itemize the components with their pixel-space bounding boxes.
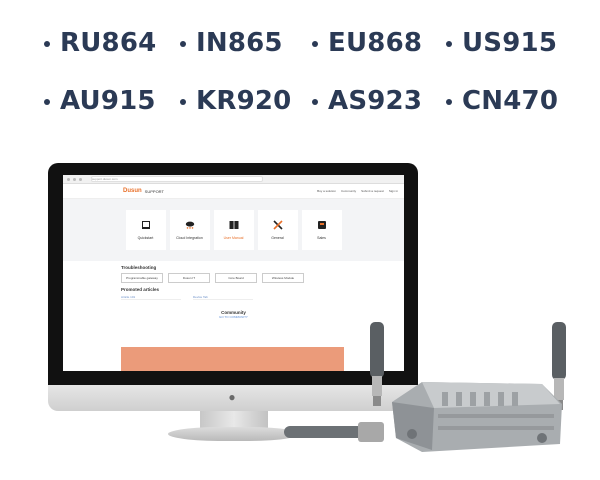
bullet-icon	[312, 99, 318, 105]
site-nav-links: Buy a solution Community Submit a reques…	[317, 189, 398, 193]
cloud-network-icon	[185, 220, 195, 230]
band-label: CN470	[462, 86, 559, 116]
band-label: US915	[462, 28, 558, 58]
troubleshoot-button[interactable]: Dusun IT	[168, 273, 210, 283]
nav-link[interactable]: Buy a solution	[317, 189, 336, 193]
card-label: User Manual	[223, 236, 244, 240]
community-link[interactable]: GO TO COMMUNITY	[219, 315, 248, 319]
card-label: Cloud Integration	[176, 236, 203, 240]
nav-link[interactable]: Sign in	[388, 189, 398, 193]
tools-icon	[272, 220, 283, 230]
band-item: US915	[446, 28, 574, 58]
site-section-title: SUPPORT	[144, 188, 164, 194]
category-card-general[interactable]: General	[257, 210, 298, 250]
address-bar[interactable]: support.dusun.com	[91, 176, 263, 182]
frequency-band-list: RU864 IN865 EU868 US915 AU915 KR920 AS92…	[44, 28, 574, 116]
band-label: AU915	[60, 86, 156, 116]
browser-toolbar: support.dusun.com	[63, 175, 404, 184]
band-item: KR920	[180, 86, 312, 116]
band-item: AS923	[312, 86, 446, 116]
band-item: EU868	[312, 28, 446, 58]
gateway-device-illustration	[284, 322, 566, 452]
bullet-icon	[446, 41, 452, 47]
promoted-section: Promoted articles Article 101 Device Tab	[63, 283, 404, 300]
promoted-links: Article 101 Device Tab	[121, 295, 404, 300]
section-title: Troubleshooting	[121, 265, 157, 270]
card-label: Sales	[317, 236, 326, 240]
site-logo[interactable]: Dusun	[123, 188, 142, 194]
monitor-stand-foot	[168, 427, 300, 441]
band-label: AS923	[328, 86, 423, 116]
category-card-manual[interactable]: User Manual	[213, 210, 254, 250]
band-item: IN865	[180, 28, 312, 58]
troubleshooting-section: Troubleshooting Programmable gateway Dus…	[63, 261, 404, 283]
apple-logo-icon: ●	[228, 390, 236, 404]
back-icon[interactable]	[67, 177, 70, 181]
gateway-enclosure-icon	[392, 382, 562, 452]
antenna-left-icon	[370, 322, 384, 406]
manual-icon	[229, 220, 239, 230]
nav-link[interactable]: Community	[340, 189, 357, 193]
reload-icon[interactable]	[79, 177, 82, 181]
band-label: KR920	[196, 86, 292, 116]
antenna-cable-icon	[284, 422, 384, 442]
promoted-link[interactable]: Article 101	[121, 295, 181, 300]
troubleshoot-button[interactable]: Programmable gateway	[121, 273, 163, 283]
promo-banner	[121, 347, 344, 371]
site-header: Dusun SUPPORT Buy a solution Community S…	[63, 184, 404, 199]
forward-icon[interactable]	[73, 177, 76, 181]
monitor-chin	[48, 385, 418, 411]
band-item: CN470	[446, 86, 574, 116]
band-item: AU915	[44, 86, 180, 116]
card-label: Quickstart	[137, 236, 154, 240]
category-card-cloud[interactable]: Cloud Integration	[169, 210, 210, 250]
section-title: Promoted articles	[121, 287, 160, 292]
band-label: IN865	[196, 28, 283, 58]
troubleshoot-button[interactable]: Core Board	[215, 273, 257, 283]
sales-icon	[317, 220, 327, 230]
band-item: RU864	[44, 28, 180, 58]
gateway-device	[272, 322, 572, 467]
community-title: Community	[221, 310, 246, 315]
monitor-stand-neck	[200, 411, 268, 429]
bullet-icon	[44, 41, 50, 47]
bullet-icon	[312, 41, 318, 47]
card-label: General	[271, 236, 284, 240]
troubleshooting-buttons: Programmable gateway Dusun IT Core Board…	[121, 273, 404, 283]
category-card-quickstart[interactable]: Quickstart	[125, 210, 166, 250]
bullet-icon	[446, 99, 452, 105]
bullet-icon	[44, 99, 50, 105]
category-card-sales[interactable]: Sales	[301, 210, 342, 250]
book-icon	[141, 220, 151, 230]
bullet-icon	[180, 41, 186, 47]
category-cards: Quickstart Cloud Integration User Manual…	[63, 199, 404, 261]
band-label: RU864	[60, 28, 157, 58]
band-label: EU868	[328, 28, 423, 58]
promoted-link[interactable]: Device Tab	[193, 295, 253, 300]
troubleshoot-button[interactable]: Wireless Module	[262, 273, 304, 283]
bullet-icon	[180, 99, 186, 105]
monitor-screen: support.dusun.com Dusun SUPPORT Buy a so…	[63, 175, 404, 371]
nav-link[interactable]: Submit a request	[361, 189, 384, 193]
